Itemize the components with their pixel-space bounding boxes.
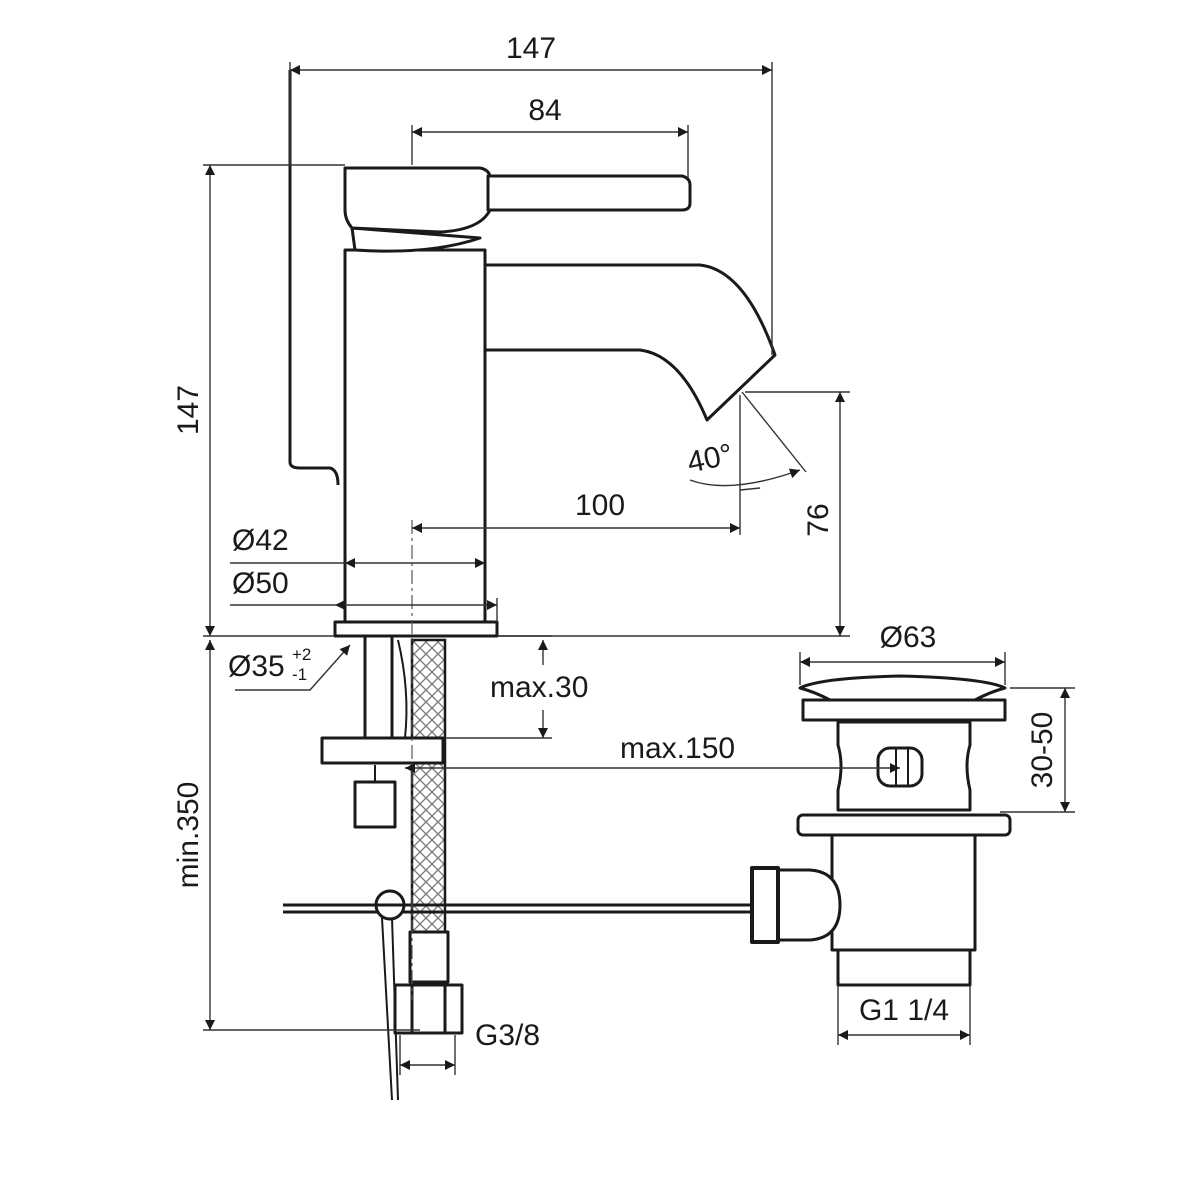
waste-thread-label: G1 1/4 bbox=[859, 994, 949, 1027]
handle bbox=[343, 166, 492, 234]
base-plate bbox=[333, 620, 499, 638]
dimension-waste-height: 30-50 bbox=[1000, 687, 1075, 813]
lever bbox=[486, 174, 692, 212]
max-deck-thickness-label: max.30 bbox=[490, 671, 588, 704]
dimension-body-diameter: Ø42 bbox=[230, 524, 485, 568]
dimension-base-diameter: Ø50 bbox=[230, 567, 498, 622]
waste-height-label: 30-50 bbox=[1026, 712, 1059, 789]
hole-tol-minus-label: -1 bbox=[292, 665, 307, 684]
dimension-lever-length: 84 bbox=[411, 94, 689, 178]
waste-plug bbox=[798, 674, 1007, 702]
dimension-overall-width: 147 bbox=[289, 32, 773, 355]
hose-thread-label: G3/8 bbox=[475, 1019, 540, 1052]
dimension-waste-diameter: Ø63 bbox=[799, 621, 1006, 685]
dimension-hose-thread: G3/8 bbox=[399, 1019, 540, 1075]
hole-tol-plus-label: +2 bbox=[292, 645, 311, 664]
waste-body-lower bbox=[830, 833, 977, 952]
cartridge-collar bbox=[350, 226, 482, 253]
overall-height-label: 147 bbox=[172, 385, 205, 435]
dimension-spout-height: 76 bbox=[497, 391, 850, 637]
dimension-max-deck-thickness: max.30 bbox=[445, 635, 588, 739]
supply-hose bbox=[410, 638, 447, 937]
dimension-max-rod-length: max.150 bbox=[405, 732, 900, 773]
spout-height-label: 76 bbox=[802, 503, 835, 536]
spout bbox=[470, 263, 777, 422]
body bbox=[343, 248, 487, 624]
hole-diameter-label: Ø35 bbox=[228, 650, 285, 683]
body-diameter-42-label: Ø42 bbox=[232, 524, 289, 557]
fixing-nut bbox=[353, 780, 397, 829]
dimension-overall-height: 147 bbox=[172, 164, 345, 637]
shank bbox=[363, 634, 394, 740]
popup-waste bbox=[750, 674, 1012, 987]
fixing-plate bbox=[320, 736, 445, 765]
overflow-slot bbox=[876, 746, 924, 788]
max-rod-length-label: max.150 bbox=[620, 732, 735, 765]
spout-reach-label: 100 bbox=[575, 489, 625, 522]
dimension-spout-angle: 40° bbox=[684, 391, 807, 491]
lever-length-label: 84 bbox=[528, 94, 561, 127]
dimension-spout-reach: 100 bbox=[412, 395, 741, 535]
waste-flange bbox=[796, 813, 1012, 837]
hose-connector-nut bbox=[393, 983, 464, 1035]
base-diameter-50-label: Ø50 bbox=[232, 567, 289, 600]
spout-angle-label: 40° bbox=[684, 438, 735, 480]
popup-rod bbox=[288, 70, 340, 486]
min-hose-length-label: min.350 bbox=[172, 782, 205, 889]
dimension-min-hose-length: min.350 bbox=[172, 640, 420, 1031]
dimension-hole-diameter: Ø35 +2 -1 bbox=[228, 644, 351, 691]
overall-width-label: 147 bbox=[506, 32, 556, 65]
dimension-waste-thread: G1 1/4 bbox=[837, 985, 971, 1045]
waste-diameter-label: Ø63 bbox=[880, 621, 937, 654]
faucet bbox=[283, 70, 777, 1101]
